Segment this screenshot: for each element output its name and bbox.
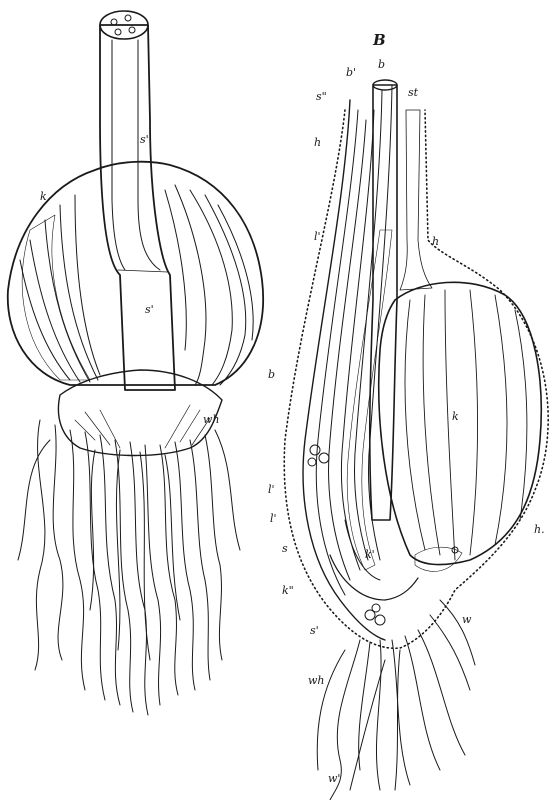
figure-b-label-h-lower-right: h. [534,523,545,536]
figure-a-whole-bulb: k s' s' wh [8,11,263,715]
figure-b-label-h-right: h [432,235,439,248]
figure-b-label-w: w [462,613,472,626]
figure-b-label-s: s [282,542,288,555]
figure-b-label-l1-low: l' [268,483,275,496]
figure-b-label-l1: l' [314,230,321,243]
figure-b-outer-husk-dotted [284,110,548,648]
figure-b-label-s1: s' [310,624,319,637]
figure-a-label-s-top: s' [140,133,149,146]
figure-b-label-b: b [378,58,385,71]
figure-b-stalk-st [400,110,432,290]
figure-b-longitudinal-section: B [268,31,548,800]
figure-a-roots [18,420,240,715]
figure-b-label-l-low: l' [270,512,277,525]
figure-b-label-b1: b' [346,66,356,79]
figure-b-clove-k [379,282,541,564]
figure-a-basal-plate [58,370,222,456]
figure-b-label-st: st [408,86,419,99]
figure-b-label-k1: k' [365,548,375,561]
figure-b-label-h-upper: h [314,136,321,149]
figure-b-label-wh: wh [308,674,325,687]
figure-b-label-b-left: b [268,368,275,381]
figure-b-label-k-center: k [452,410,459,423]
figure-b-label-s2: s" [316,90,327,103]
figure-b-label-k2: k" [282,584,294,597]
figure-b-label-w1: w' [328,772,340,785]
figure-a-label-k: k [40,190,47,203]
figure-a-label-wh: wh [203,413,220,426]
figure-a-label-s-mid: s' [145,303,154,316]
figure-b-heading: B [372,31,386,49]
figure-b-roots [317,600,475,800]
